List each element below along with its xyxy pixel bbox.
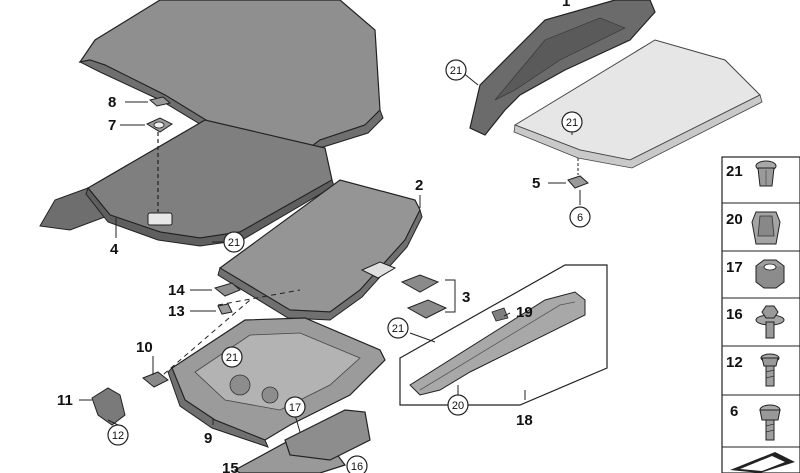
circled-callout-12: 12 xyxy=(107,424,129,446)
part-8-cap xyxy=(148,96,172,107)
diagram-logo-icon xyxy=(730,452,795,473)
callout-3: 3 xyxy=(462,289,470,306)
leader-lines xyxy=(79,71,581,433)
circled-callout-21: 21 xyxy=(561,111,583,133)
circled-callouts: 21 21 21 6 21 21 12 17 xyxy=(107,59,591,473)
callout-2: 2 xyxy=(415,177,423,194)
part-5-bracket xyxy=(567,158,589,189)
push-rivet-icon xyxy=(755,160,777,187)
part-14-bracket xyxy=(213,282,241,297)
callout-18: 18 xyxy=(516,412,533,429)
circled-callout-6: 6 xyxy=(569,206,591,228)
callout-4: 4 xyxy=(110,241,119,258)
callout-10: 10 xyxy=(136,339,153,356)
callout-14: 14 xyxy=(168,282,185,299)
circled-callout-21: 21 xyxy=(221,346,243,368)
circled-callout-21: 21 xyxy=(223,231,245,253)
side-part-num: 21 xyxy=(726,163,743,180)
callout-11: 11 xyxy=(57,392,73,409)
svg-text:17: 17 xyxy=(289,402,301,414)
hex-nut-icon xyxy=(755,259,785,289)
flange-bolt-icon xyxy=(755,305,785,339)
part-11-hook xyxy=(91,387,126,426)
side-part-num: 20 xyxy=(726,211,743,228)
part-3-pads xyxy=(400,274,456,319)
circled-callout-16: 16 xyxy=(346,455,368,473)
guide-line xyxy=(156,299,251,381)
side-part-num: 16 xyxy=(726,306,743,323)
side-part-num: 17 xyxy=(726,259,743,276)
guide-line xyxy=(217,289,301,306)
svg-text:21: 21 xyxy=(566,117,578,129)
spring-clip-icon xyxy=(751,211,781,245)
callout-9: 9 xyxy=(204,430,212,447)
svg-text:20: 20 xyxy=(452,400,464,412)
callout-19: 19 xyxy=(516,304,533,321)
circled-callout-21: 21 xyxy=(445,59,467,81)
screw-icon xyxy=(760,353,780,387)
callout-labels: 8 7 4 2 3 5 14 13 10 11 9 19 18 15 1 xyxy=(57,0,570,473)
callout-15: 15 xyxy=(222,460,239,473)
svg-text:21: 21 xyxy=(226,352,238,364)
part-13-clip xyxy=(217,303,233,315)
callout-8: 8 xyxy=(108,94,116,111)
svg-text:21: 21 xyxy=(228,237,240,249)
side-part-num: 12 xyxy=(726,354,743,371)
circled-callout-17: 17 xyxy=(284,396,306,418)
luggage-panel xyxy=(39,119,335,247)
svg-text:12: 12 xyxy=(112,430,124,442)
parts-column: 21 20 17 16 12 6 xyxy=(721,156,800,473)
callout-1: 1 xyxy=(562,0,570,10)
callout-5: 5 xyxy=(532,175,540,192)
svg-text:21: 21 xyxy=(450,65,462,77)
backrest-panel xyxy=(469,0,656,136)
callout-7: 7 xyxy=(108,117,116,134)
svg-text:21: 21 xyxy=(392,323,404,335)
lower-tray xyxy=(233,409,371,473)
part-7-grommet xyxy=(145,117,173,133)
svg-text:16: 16 xyxy=(351,461,363,473)
circled-callout-20: 20 xyxy=(447,394,469,416)
circled-callout-21: 21 xyxy=(387,317,409,339)
trim-strip-box xyxy=(399,264,608,406)
side-part-num: 6 xyxy=(730,403,738,420)
torx-screw-icon xyxy=(759,404,781,441)
part-10-latch xyxy=(142,356,169,388)
callout-13: 13 xyxy=(168,303,185,320)
cover-panel xyxy=(217,179,423,321)
svg-text:6: 6 xyxy=(577,212,583,224)
